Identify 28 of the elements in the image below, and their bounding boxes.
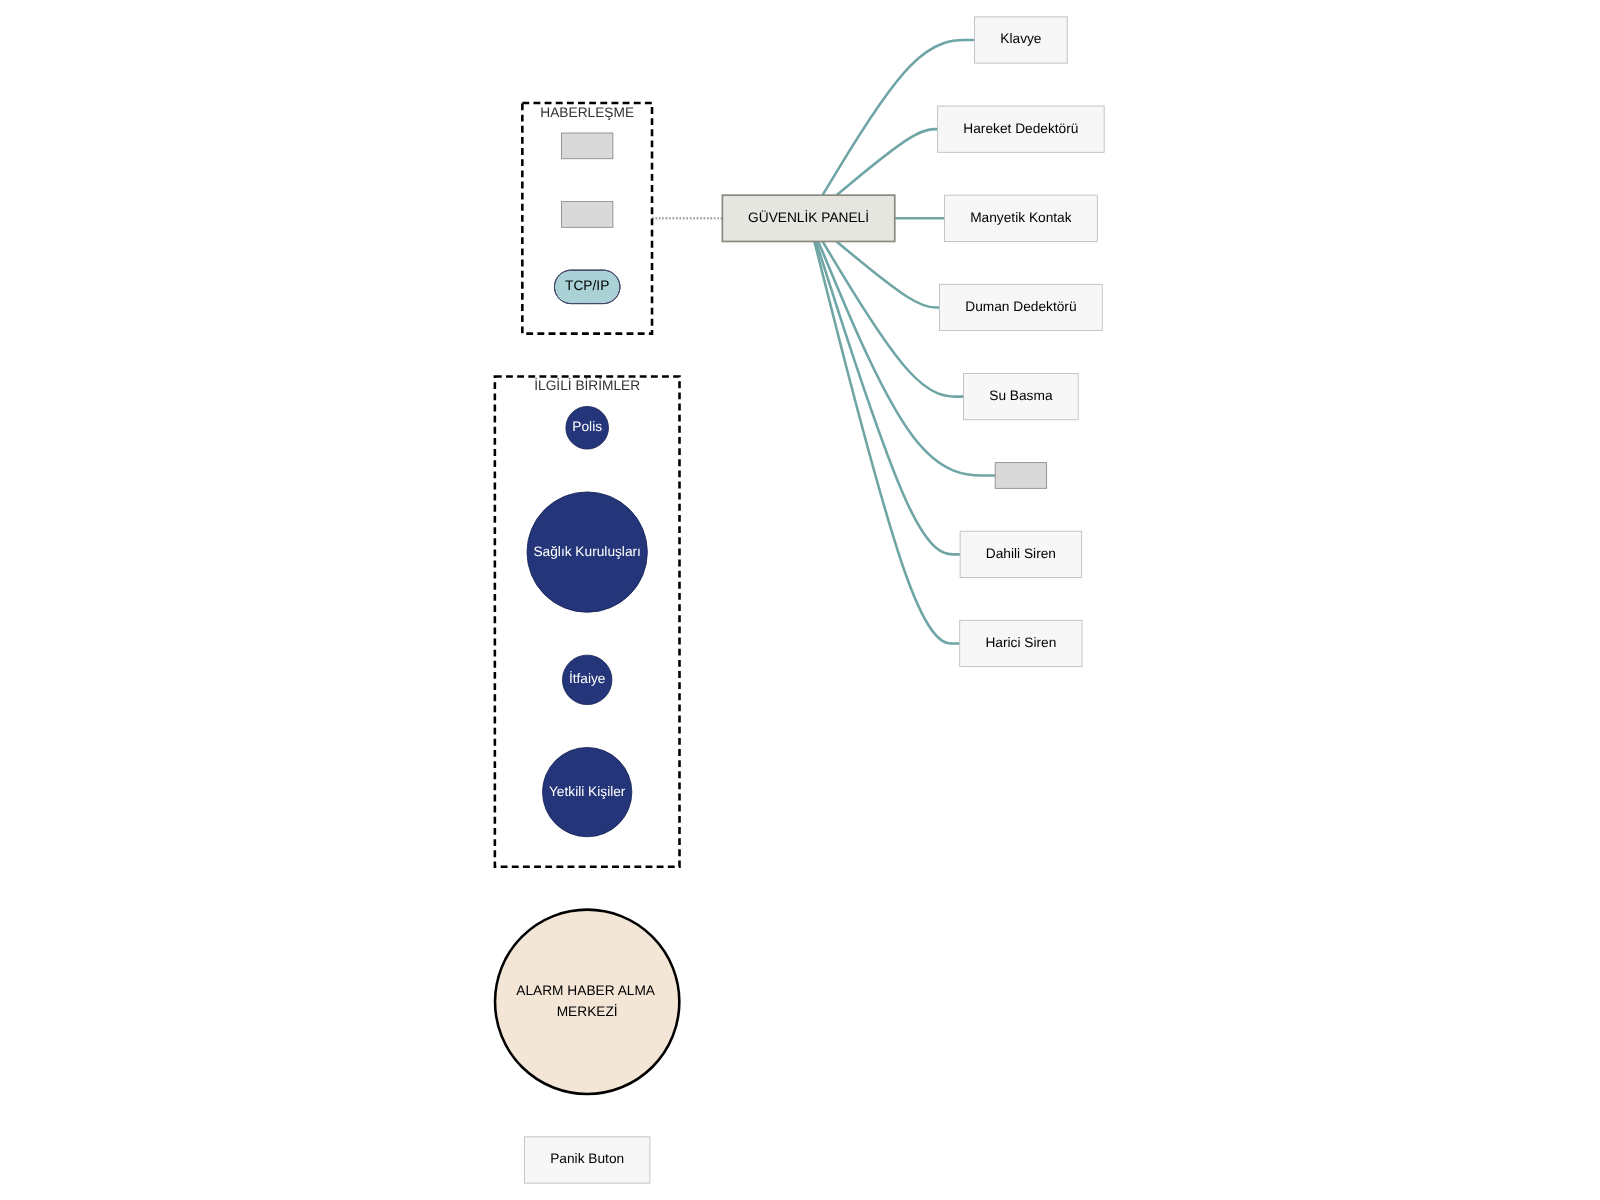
connector xyxy=(836,127,939,197)
node-box xyxy=(944,194,1099,242)
node-circle xyxy=(565,406,610,450)
node-box xyxy=(963,373,1080,421)
node-circle xyxy=(527,491,649,613)
node-box xyxy=(937,105,1106,153)
node-box xyxy=(561,132,614,160)
cluster xyxy=(494,375,682,869)
cluster xyxy=(521,101,654,335)
connector xyxy=(895,217,945,220)
connector xyxy=(821,240,964,398)
node-circle xyxy=(494,908,682,1096)
node-box xyxy=(974,16,1069,64)
node-circle xyxy=(562,654,613,705)
node-box xyxy=(939,283,1104,332)
node-box xyxy=(524,1136,651,1184)
node-circle xyxy=(542,747,633,838)
connector xyxy=(821,38,976,196)
connector xyxy=(652,217,723,220)
node-box xyxy=(960,530,1083,578)
node-box xyxy=(995,462,1048,489)
connector xyxy=(815,241,961,556)
connector xyxy=(813,241,961,645)
connector xyxy=(836,240,940,309)
connector xyxy=(817,240,996,477)
node-box xyxy=(561,201,614,228)
node-box xyxy=(721,194,897,243)
node-box xyxy=(959,619,1083,668)
